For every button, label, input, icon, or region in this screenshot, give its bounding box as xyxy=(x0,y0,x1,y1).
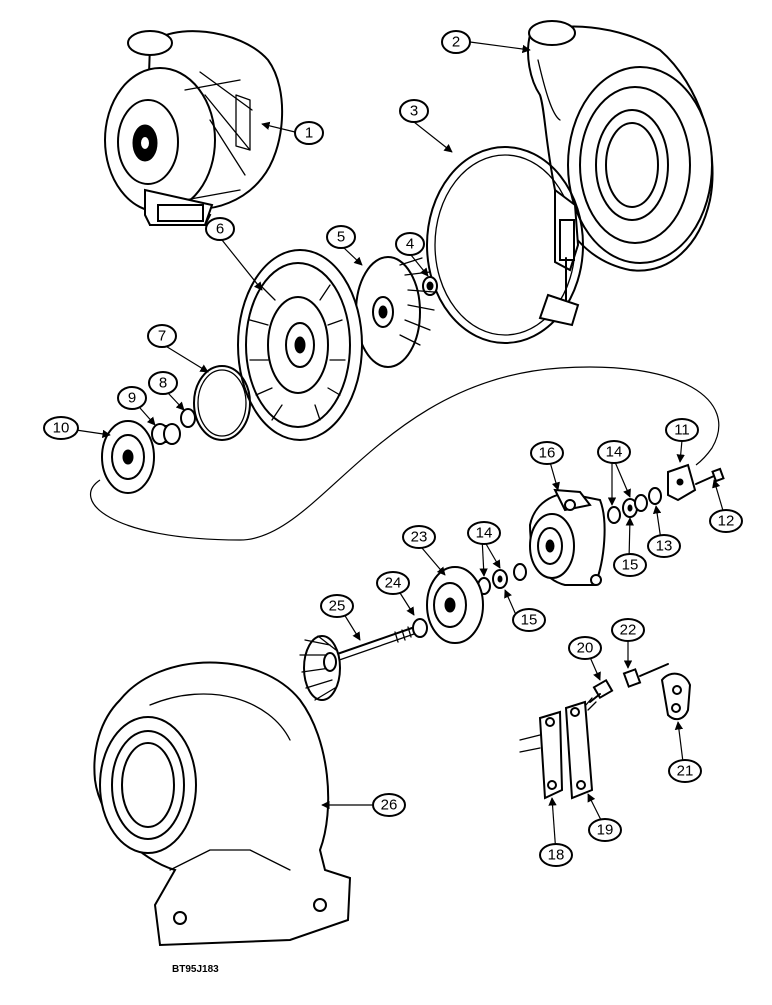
callout-23[interactable]: 23 xyxy=(402,525,436,549)
svg-text:15: 15 xyxy=(622,557,639,574)
svg-text:15: 15 xyxy=(521,612,538,629)
callout-21[interactable]: 21 xyxy=(668,759,702,783)
callout-7[interactable]: 7 xyxy=(147,324,177,348)
svg-text:9: 9 xyxy=(128,390,136,407)
part-center-housing xyxy=(528,488,606,586)
part-lock-plate-21 xyxy=(660,672,692,721)
callout-15-upper[interactable]: 15 xyxy=(613,553,647,577)
callout-9[interactable]: 9 xyxy=(117,386,147,410)
part-insert xyxy=(101,420,155,494)
svg-text:13: 13 xyxy=(656,538,673,555)
svg-text:1: 1 xyxy=(305,125,313,142)
part-thrust-collar xyxy=(151,423,181,445)
svg-text:18: 18 xyxy=(548,847,565,864)
figure-code: BT95J183 xyxy=(172,964,219,975)
svg-text:12: 12 xyxy=(718,513,735,530)
svg-text:26: 26 xyxy=(381,797,398,814)
part-rings-lower xyxy=(477,563,527,595)
part-turbine-housing xyxy=(93,661,352,947)
svg-text:14: 14 xyxy=(606,444,623,461)
part-compressor-wheel xyxy=(355,256,435,368)
callout-13[interactable]: 13 xyxy=(647,534,681,558)
svg-text:21: 21 xyxy=(677,763,694,780)
callout-labels: 1 2 3 4 5 6 7 8 9 10 11 12 13 14 15 16 1… xyxy=(43,30,743,867)
svg-text:8: 8 xyxy=(159,375,167,392)
callout-18[interactable]: 18 xyxy=(539,843,573,867)
part-turbine-wheel-shaft xyxy=(299,626,415,701)
svg-text:23: 23 xyxy=(411,529,428,546)
part-vband-clamp xyxy=(426,146,584,344)
svg-text:11: 11 xyxy=(674,422,690,439)
callout-1[interactable]: 1 xyxy=(294,121,324,145)
callout-16[interactable]: 16 xyxy=(530,441,564,465)
part-rings-upper xyxy=(607,494,648,524)
svg-text:22: 22 xyxy=(620,622,637,639)
svg-text:2: 2 xyxy=(452,34,460,51)
svg-text:16: 16 xyxy=(539,445,556,462)
part-seal-ring-8 xyxy=(180,408,196,428)
svg-text:14: 14 xyxy=(476,525,493,542)
reference-loop xyxy=(89,366,720,541)
callout-5[interactable]: 5 xyxy=(326,225,356,249)
svg-text:5: 5 xyxy=(337,229,345,246)
svg-text:20: 20 xyxy=(577,640,594,657)
part-bolt-22 xyxy=(622,663,669,688)
callout-4[interactable]: 4 xyxy=(395,232,425,256)
part-clamp-plate-18 xyxy=(519,710,564,800)
part-plate xyxy=(667,463,697,502)
part-screw-12 xyxy=(695,467,725,485)
svg-text:3: 3 xyxy=(410,103,418,120)
callout-8[interactable]: 8 xyxy=(148,371,178,395)
svg-text:6: 6 xyxy=(216,221,224,238)
part-heat-shield xyxy=(426,566,484,644)
callout-22[interactable]: 22 xyxy=(611,618,645,642)
callout-11[interactable]: 11 xyxy=(665,418,699,442)
callout-14-lower[interactable]: 14 xyxy=(467,521,501,545)
part-nut xyxy=(422,276,438,296)
svg-text:7: 7 xyxy=(158,328,166,345)
part-clamp-plate-19 xyxy=(564,700,594,800)
part-turbocharger-assembly xyxy=(104,30,284,226)
callout-24[interactable]: 24 xyxy=(376,571,410,595)
callout-12[interactable]: 12 xyxy=(709,509,743,533)
callout-3[interactable]: 3 xyxy=(399,99,429,123)
callout-2[interactable]: 2 xyxy=(441,30,471,54)
callout-26[interactable]: 26 xyxy=(372,793,406,817)
svg-text:19: 19 xyxy=(597,822,614,839)
svg-text:25: 25 xyxy=(329,598,346,615)
part-o-ring xyxy=(193,365,251,441)
callout-19[interactable]: 19 xyxy=(588,818,622,842)
part-washer xyxy=(648,487,662,505)
callout-14-upper[interactable]: 14 xyxy=(597,440,631,464)
svg-text:24: 24 xyxy=(385,575,402,592)
callout-6[interactable]: 6 xyxy=(205,217,235,241)
part-bolt-20 xyxy=(584,678,614,711)
svg-text:4: 4 xyxy=(406,236,414,253)
callout-10[interactable]: 10 xyxy=(43,416,79,440)
callout-15-lower[interactable]: 15 xyxy=(512,608,546,632)
callout-25[interactable]: 25 xyxy=(320,594,354,618)
callout-20[interactable]: 20 xyxy=(568,636,602,660)
svg-text:10: 10 xyxy=(53,420,70,437)
part-backplate xyxy=(237,249,363,441)
part-seal-ring-24 xyxy=(412,618,428,638)
